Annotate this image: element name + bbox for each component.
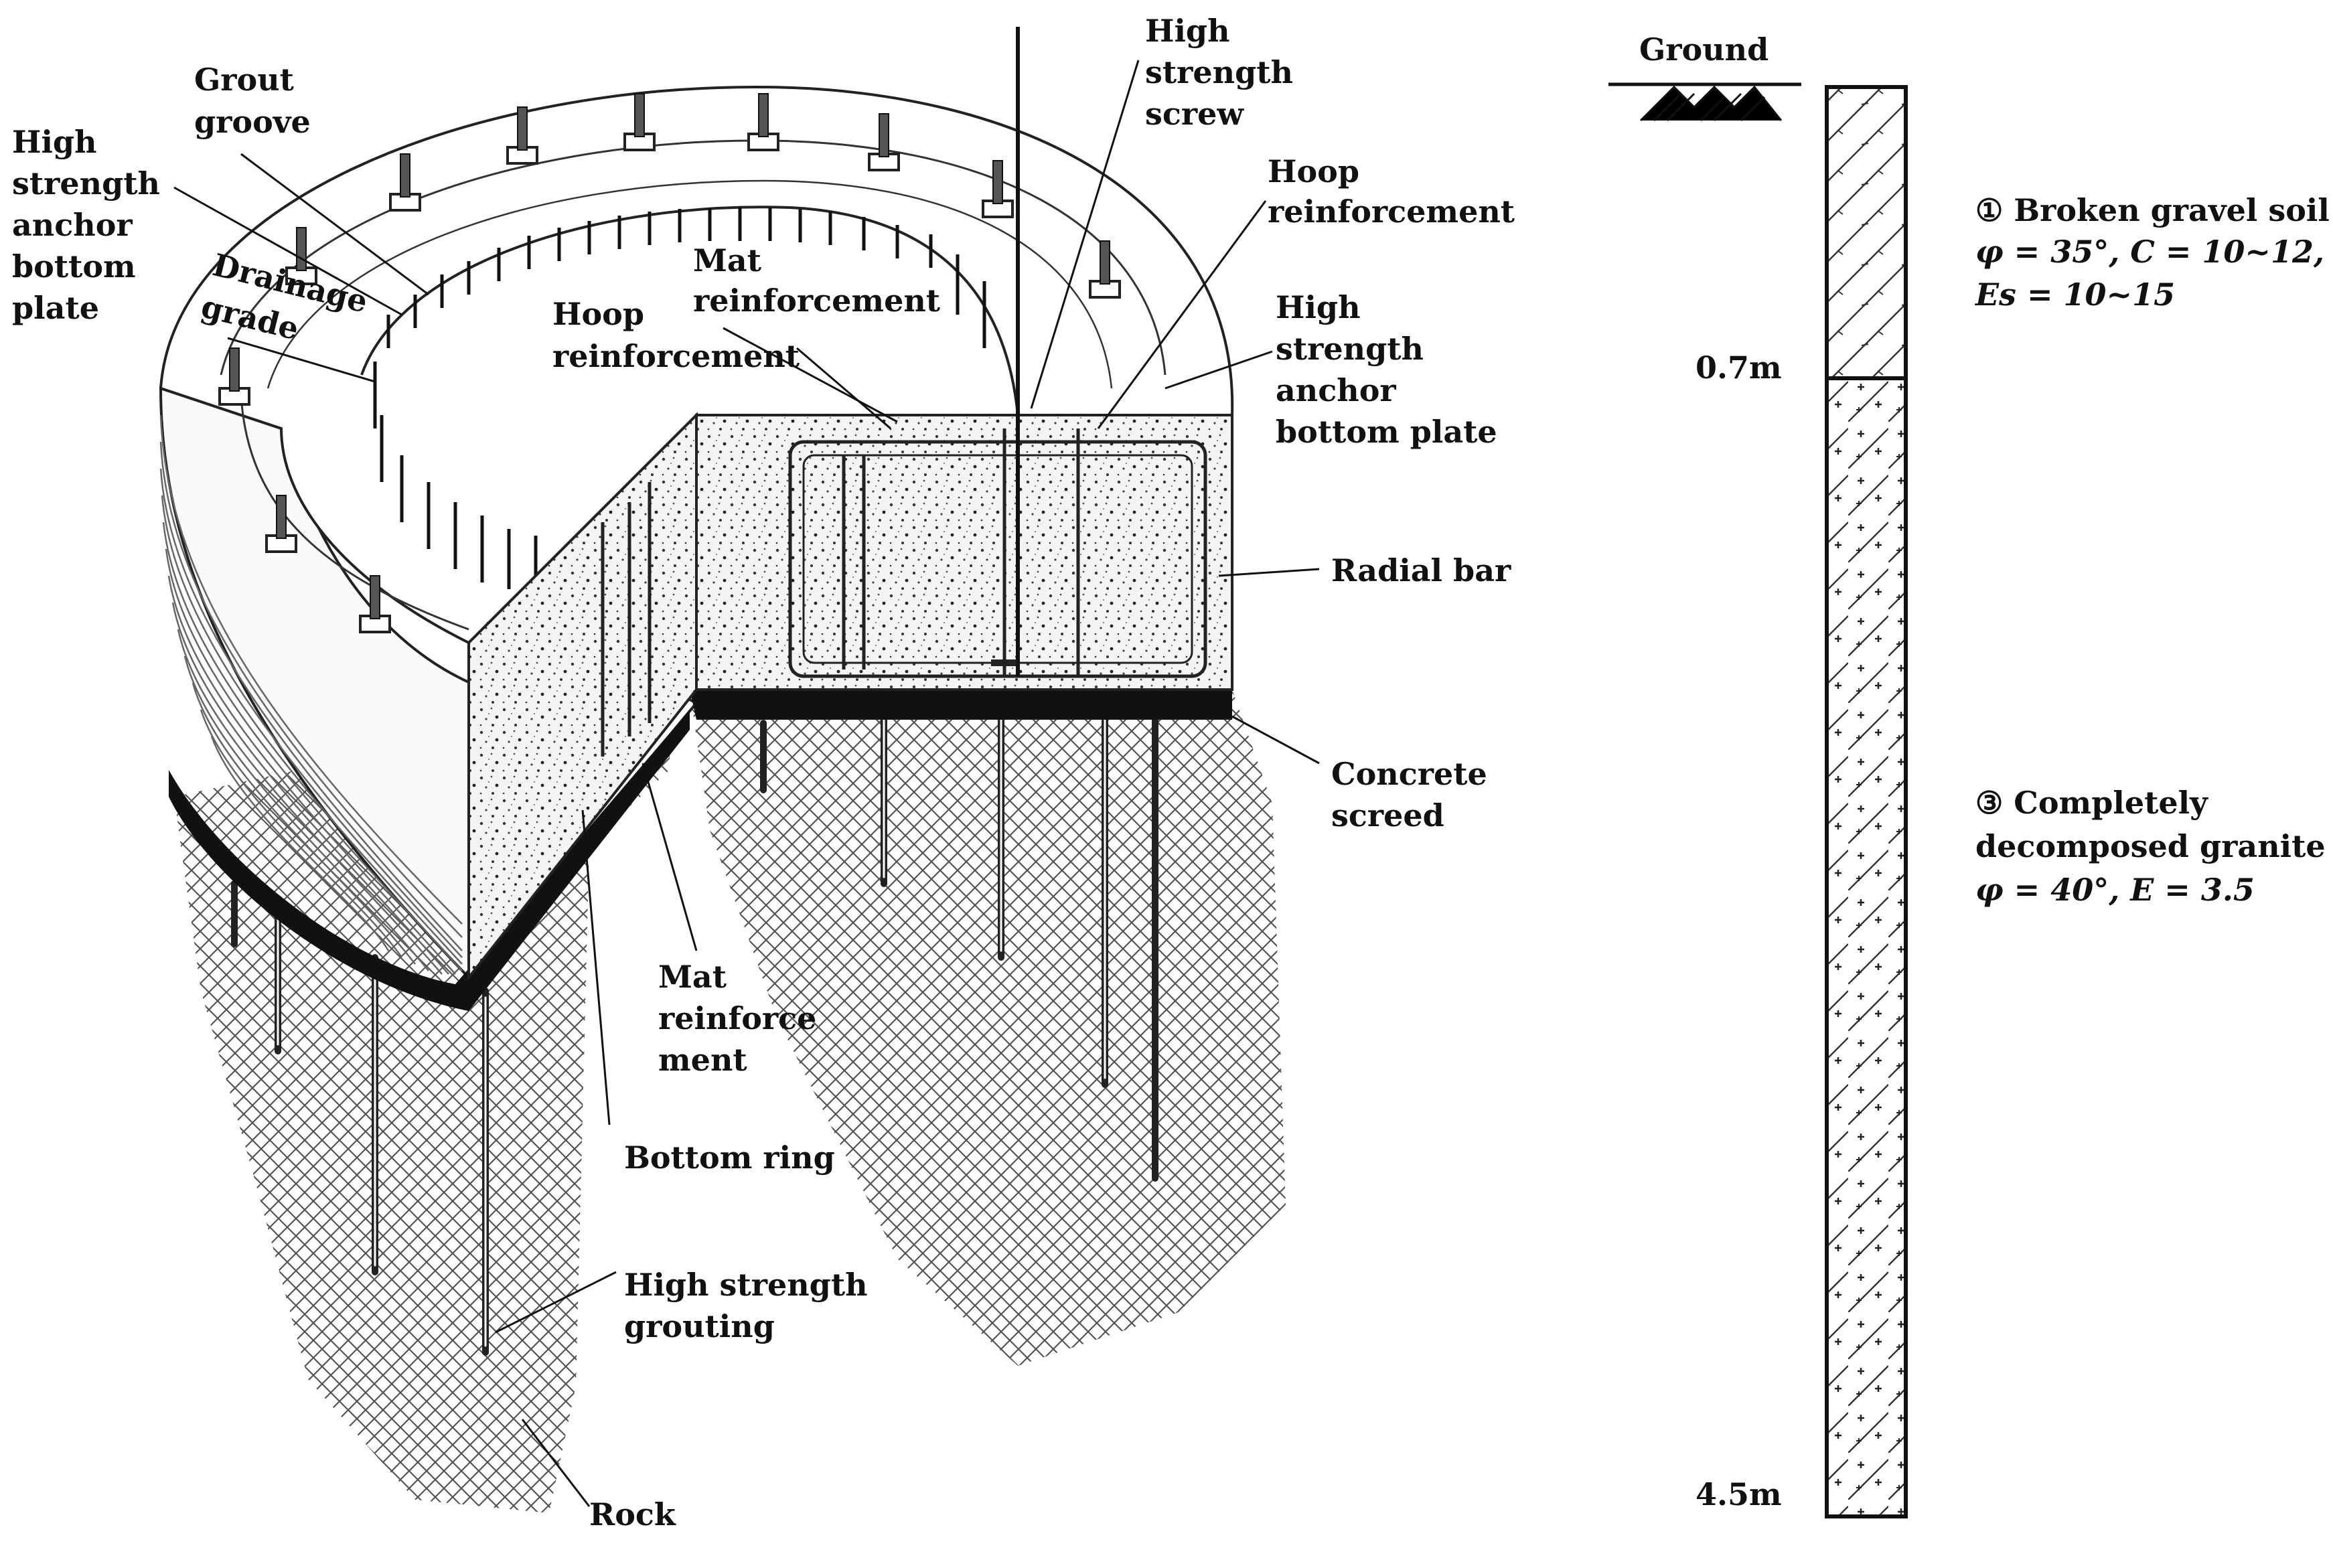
anchor-bolts [218, 93, 1121, 680]
depth-label: 4.5m [1696, 1476, 1782, 1512]
anchor-bolt [265, 495, 297, 553]
layer-title: ③ Completely [1975, 785, 2208, 821]
anchor-highlights [277, 715, 1106, 1347]
anchor-bolt [218, 347, 250, 406]
foundation-diagram: High strength anchor bottom plate Grout … [12, 13, 1515, 1533]
label-text: anchor [1276, 372, 1396, 408]
label-text: groove [194, 104, 311, 140]
anchor-bolt [359, 575, 391, 633]
label-text: Concrete [1331, 756, 1487, 792]
anchor-bolt [506, 106, 538, 165]
label-text: ment [658, 1042, 747, 1078]
label-text: bottom [12, 248, 136, 285]
drainage-line [267, 179, 1113, 389]
ground-label: Ground [1639, 31, 1768, 68]
hoop-reinforcement-ticks [373, 208, 986, 589]
label-text: reinforcement [552, 338, 800, 374]
label-text: High strength [624, 1267, 868, 1303]
label-text: Grout [194, 62, 295, 98]
label-radial-bar: Radial bar [1331, 552, 1511, 589]
label-rock: Rock [589, 1496, 676, 1533]
label-mat-reinforce-ment: Mat reinforce ment [658, 959, 816, 1078]
label-text: reinforcement [1268, 193, 1515, 230]
anchor-bolt [868, 113, 900, 171]
rebar-cage [601, 428, 1207, 757]
label-mat-reinforcement-top: Mat reinforcement [693, 242, 941, 319]
cut-face-front [695, 414, 1233, 691]
leader-lines [173, 60, 1320, 1507]
rock-mass-right [690, 690, 1286, 1366]
label-text: strength [1145, 54, 1293, 90]
label-text: Mat [693, 242, 762, 279]
label-text: High [1145, 13, 1230, 49]
label-text: anchor [12, 207, 133, 243]
label-text: strength [1276, 331, 1424, 367]
label-text: reinforce [658, 1000, 816, 1036]
layer-3-description: ③ Completely decomposed granite φ = 40°,… [1975, 785, 2326, 908]
depth-label: 0.7m [1696, 349, 1782, 386]
anchor-bolt [389, 153, 421, 212]
label-text: High [12, 124, 97, 160]
label-anchor-plate-right: High strength anchor bottom plate [1276, 289, 1497, 450]
label-bottom-ring: Bottom ring [624, 1140, 835, 1176]
label-text: screed [1331, 797, 1444, 834]
anchor-bolt [623, 93, 656, 151]
label-hoop-reinforcement-inner: Hoop reinforcement [552, 296, 800, 374]
label-text: bottom plate [1276, 414, 1497, 450]
layer-title: ① Broken gravel soil [1975, 192, 2330, 228]
layer-1-column [1825, 85, 1908, 380]
label-anchor-plate-left: High strength anchor bottom plate [12, 124, 160, 326]
label-text: High [1276, 289, 1361, 325]
label-text: grouting [624, 1308, 775, 1344]
screed-band-right [690, 690, 1232, 720]
ground-hatch-symbol [1639, 85, 1783, 122]
screed-band-left [169, 710, 690, 1011]
label-text: strength [12, 165, 160, 202]
layer-3-column [1825, 376, 1908, 1518]
label-high-strength-grouting: High strength grouting [624, 1267, 868, 1344]
layer-1-description: ① Broken gravel soil φ = 35°, C = 10~12,… [1974, 192, 2330, 313]
wall-banding [159, 414, 463, 975]
label-hoop-reinforcement-outer: Hoop reinforcement [1268, 153, 1515, 230]
layer-params: Es = 10~15 [1974, 277, 2175, 313]
anchor-bolt [982, 160, 1014, 218]
label-text: Hoop [552, 296, 644, 332]
anchor-bolt [747, 93, 779, 151]
label-concrete-screed: Concrete screed [1331, 756, 1487, 834]
label-high-strength-screw: High strength screw [1145, 13, 1293, 132]
layer-title: decomposed granite [1975, 828, 2326, 864]
label-text: Hoop [1268, 153, 1359, 189]
layer-params: φ = 35°, C = 10~12, [1975, 234, 2324, 270]
anchor-bolt [1089, 240, 1121, 299]
label-text: plate [12, 290, 99, 326]
label-text: Mat [658, 959, 727, 995]
layer-params: φ = 40°, E = 3.5 [1975, 872, 2255, 908]
label-grout-groove: Grout groove [194, 62, 311, 140]
grout-groove-line-lower [240, 394, 469, 631]
label-text: reinforcement [693, 283, 941, 319]
ring-inner-edge [360, 206, 1019, 416]
soil-profile: Ground 0.7m 4.5m ① Broken gravel soil φ … [1608, 31, 2330, 1518]
label-text: screw [1145, 96, 1244, 132]
